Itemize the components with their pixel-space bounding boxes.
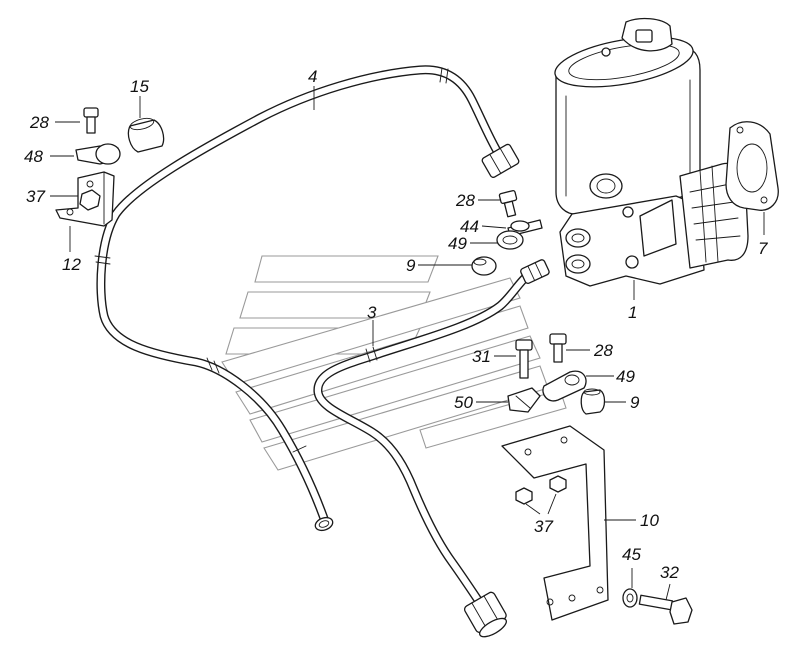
- clip-50: [507, 387, 541, 413]
- callout-9-center: 9: [406, 256, 416, 275]
- callout-28-center: 28: [455, 191, 475, 210]
- callout-37-lower: 37: [534, 517, 553, 536]
- clamp-48: [75, 143, 121, 165]
- nuts-37-lower: [515, 475, 567, 505]
- lower-fastener-group: [507, 333, 606, 415]
- bolt-28-left: [83, 107, 99, 134]
- return-tube-4: [94, 65, 520, 532]
- callout-48: 48: [24, 147, 43, 166]
- callout-28-left: 28: [29, 113, 49, 132]
- leader-lines: [50, 86, 765, 601]
- callout-4: 4: [308, 67, 317, 86]
- clip-49-center: [496, 230, 524, 250]
- callout-45: 45: [622, 545, 641, 564]
- callout-44: 44: [460, 217, 479, 236]
- callout-49-lower: 49: [616, 367, 635, 386]
- bolt-28-center: [498, 189, 518, 218]
- bolt-31: [515, 339, 533, 379]
- callout-3: 3: [367, 303, 377, 322]
- pressure-tube-3: [313, 259, 550, 638]
- callout-50: 50: [454, 393, 473, 412]
- center-fastener-group: [471, 189, 543, 276]
- callout-12: 12: [62, 255, 81, 274]
- callout-10: 10: [640, 511, 659, 530]
- mounting-bracket-10: [501, 425, 609, 621]
- callout-9-lower: 9: [630, 393, 640, 412]
- callout-7: 7: [758, 239, 768, 258]
- gasket-7: [725, 121, 779, 211]
- callout-49-center: 49: [448, 234, 467, 253]
- sleeve-9-center: [471, 256, 497, 276]
- callout-28-lower: 28: [593, 341, 613, 360]
- callout-1: 1: [628, 303, 637, 322]
- clip-49-lower: [542, 370, 587, 402]
- callout-37-left: 37: [26, 187, 45, 206]
- sleeve-15: [127, 117, 165, 153]
- callout-labels: 4 15 28 48 37 12 28 44 49 9 7 1 3 31 28 …: [24, 67, 768, 582]
- sleeve-9-lower: [580, 388, 606, 415]
- power-steering-pump-1: [554, 17, 749, 287]
- washer-45: [622, 588, 638, 608]
- left-fastener-group: [55, 107, 165, 227]
- bolt-32: [638, 594, 693, 625]
- bolt-28-lower: [549, 333, 567, 363]
- callout-31: 31: [472, 347, 491, 366]
- callout-32: 32: [660, 563, 679, 582]
- nut-37-left: [79, 189, 101, 211]
- callout-15: 15: [130, 77, 149, 96]
